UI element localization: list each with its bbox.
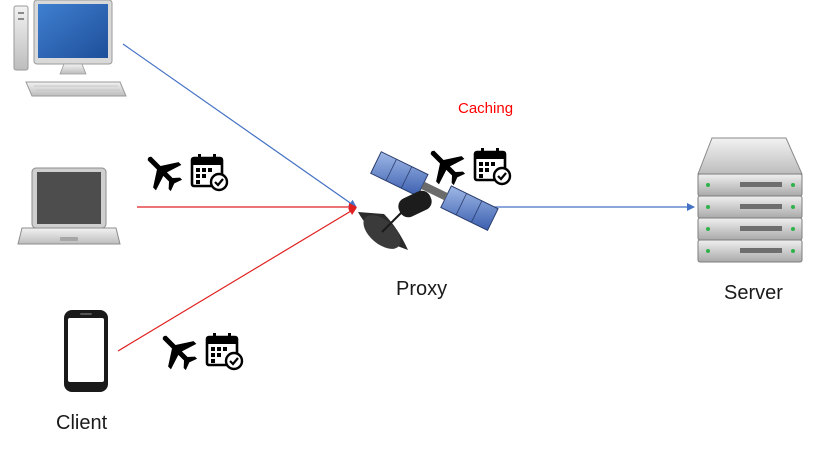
airplane-icon [162,335,198,371]
calendar-check-icon [190,154,229,192]
airplane-icon [147,156,183,192]
laptop-request-badges [147,154,229,192]
airplane-icon [430,150,466,186]
caching-label: Caching [458,100,514,117]
calendar-check-icon [473,148,512,186]
proxy-label: Proxy [396,278,448,300]
calendar-check-icon [205,333,244,371]
satellite-icon [358,151,499,250]
laptop-icon [17,167,121,245]
server-label: Server [724,282,783,304]
proxy-caching-badges [430,148,512,186]
phone-request-badges [162,333,244,371]
desktop-to-proxy-line [122,43,357,208]
smartphone-icon [64,310,108,392]
desktop-computer-icon [13,0,127,97]
phone-to-proxy-line [117,207,357,352]
client-label: Client [56,412,108,434]
server-rack-icon [697,137,803,263]
